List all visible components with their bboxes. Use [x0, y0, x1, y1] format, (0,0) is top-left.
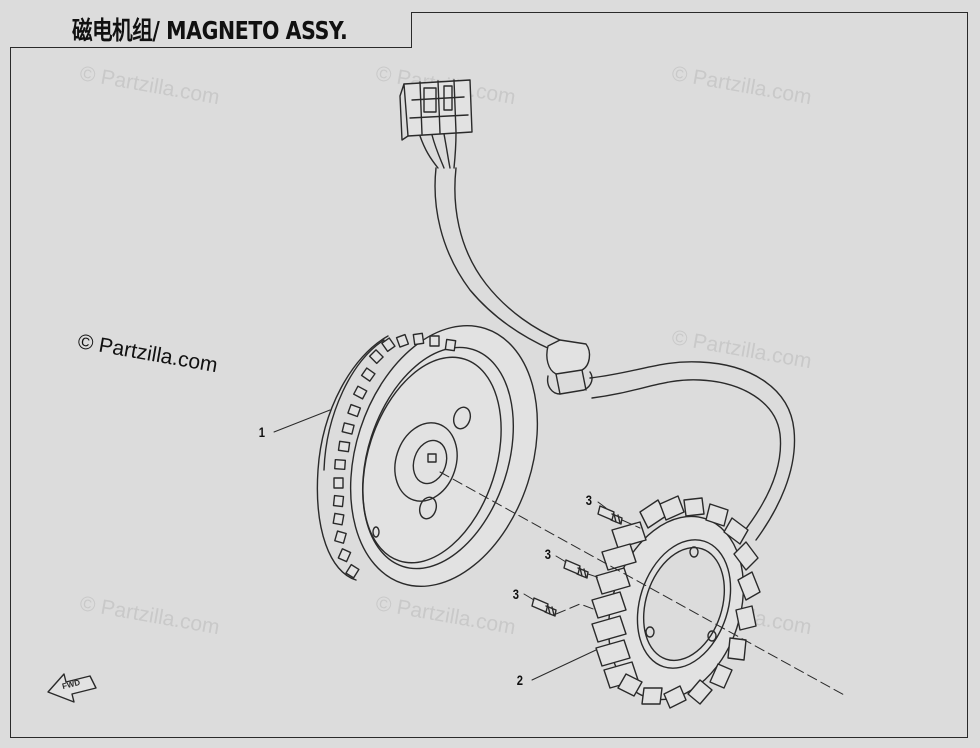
bolt-top: [597, 505, 623, 525]
wire-harness: [434, 167, 561, 351]
bolt-low: [531, 597, 557, 617]
title-box: [10, 12, 412, 48]
callout-flywheel: 1: [258, 424, 266, 440]
diagram-title: 磁电机组/ MAGNETO ASSY.: [72, 16, 348, 45]
stator-teeth: [591, 495, 761, 709]
callout-bolt: 3: [585, 492, 593, 508]
bolt-mid: [563, 559, 589, 579]
connector-wires: [419, 132, 457, 169]
callout-bolt: 3: [512, 586, 520, 602]
grommet: [546, 339, 593, 395]
flywheel-magnets: [332, 332, 457, 579]
callout-stator: 2: [516, 672, 524, 688]
stator: [607, 515, 745, 701]
flywheel: [316, 324, 539, 588]
stator-harness: [589, 361, 796, 541]
connector: [399, 79, 473, 141]
callout-bolt: 3: [544, 546, 552, 562]
assembly-centerline: [439, 471, 847, 697]
fwd-arrow: [47, 673, 97, 703]
leader-lines: [273, 409, 607, 681]
diagram-frame: [10, 12, 968, 738]
